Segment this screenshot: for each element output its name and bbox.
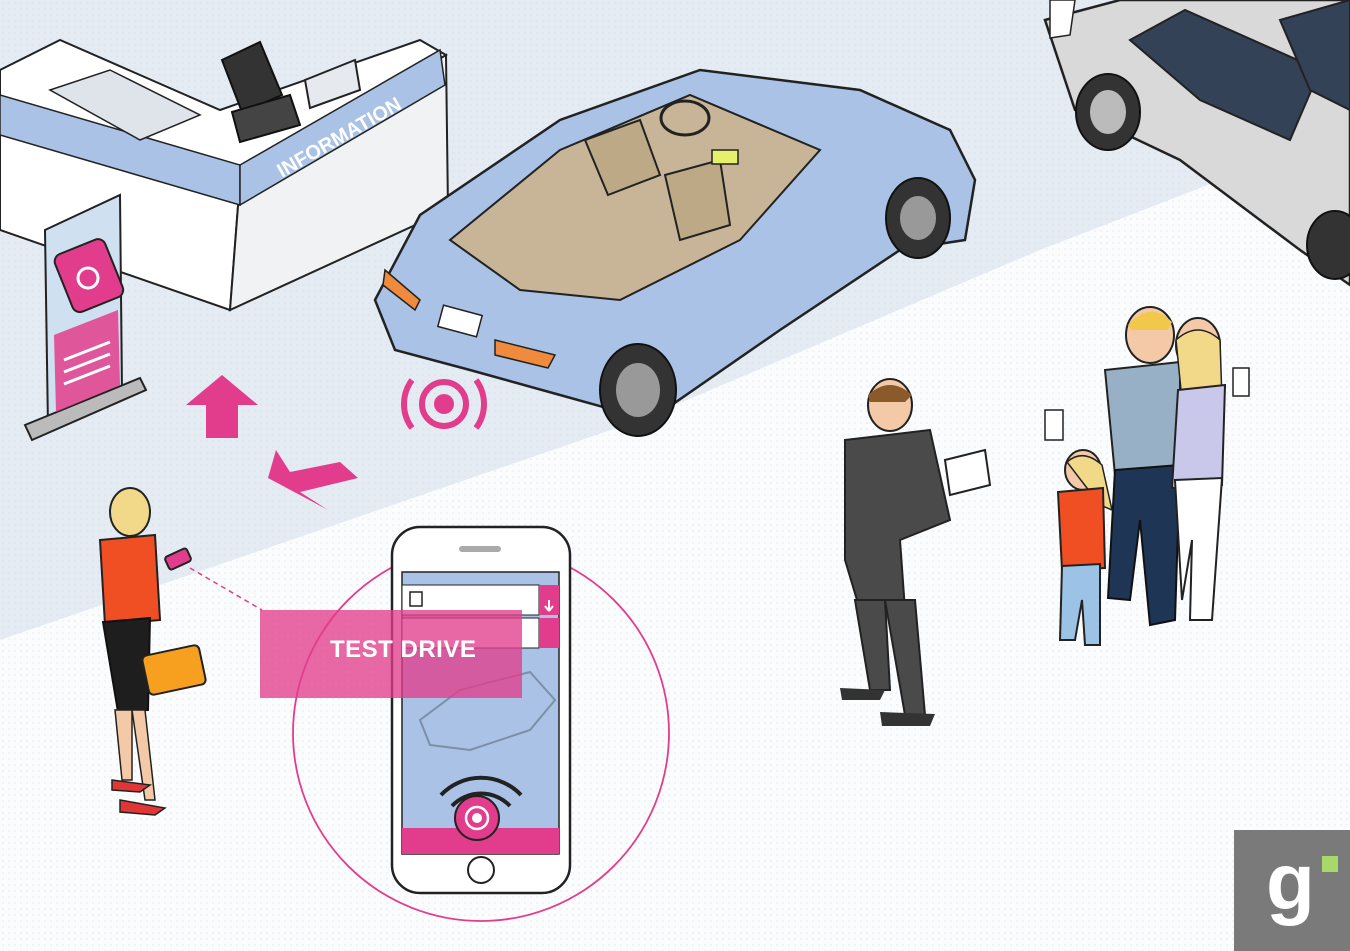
download-icon	[544, 600, 554, 612]
woman-with-phone	[98, 487, 207, 816]
desk-chair	[220, 40, 302, 144]
phone-dashed-link	[189, 567, 263, 611]
arrow-down-left-icon	[268, 450, 358, 510]
blue-convertible	[373, 68, 977, 437]
brand-logo: g	[1234, 830, 1350, 951]
salesman	[840, 378, 992, 726]
silver-sedan	[1043, 0, 1350, 287]
document-icon	[409, 591, 423, 607]
test-drive-label: TEST DRIVE	[260, 610, 522, 698]
desk-monitor	[303, 58, 362, 110]
smartphone	[390, 525, 572, 895]
brand-logo-dot	[1322, 856, 1338, 872]
arrow-up-icon	[186, 375, 258, 438]
phone-nfc-signal-icon	[439, 775, 523, 841]
information-desk: INFORMATION	[0, 38, 450, 312]
promo-banner-stand	[23, 193, 148, 442]
brand-logo-letter: g	[1266, 837, 1315, 926]
family-group	[1044, 306, 1250, 646]
car-nfc-signal-icon	[401, 378, 487, 430]
